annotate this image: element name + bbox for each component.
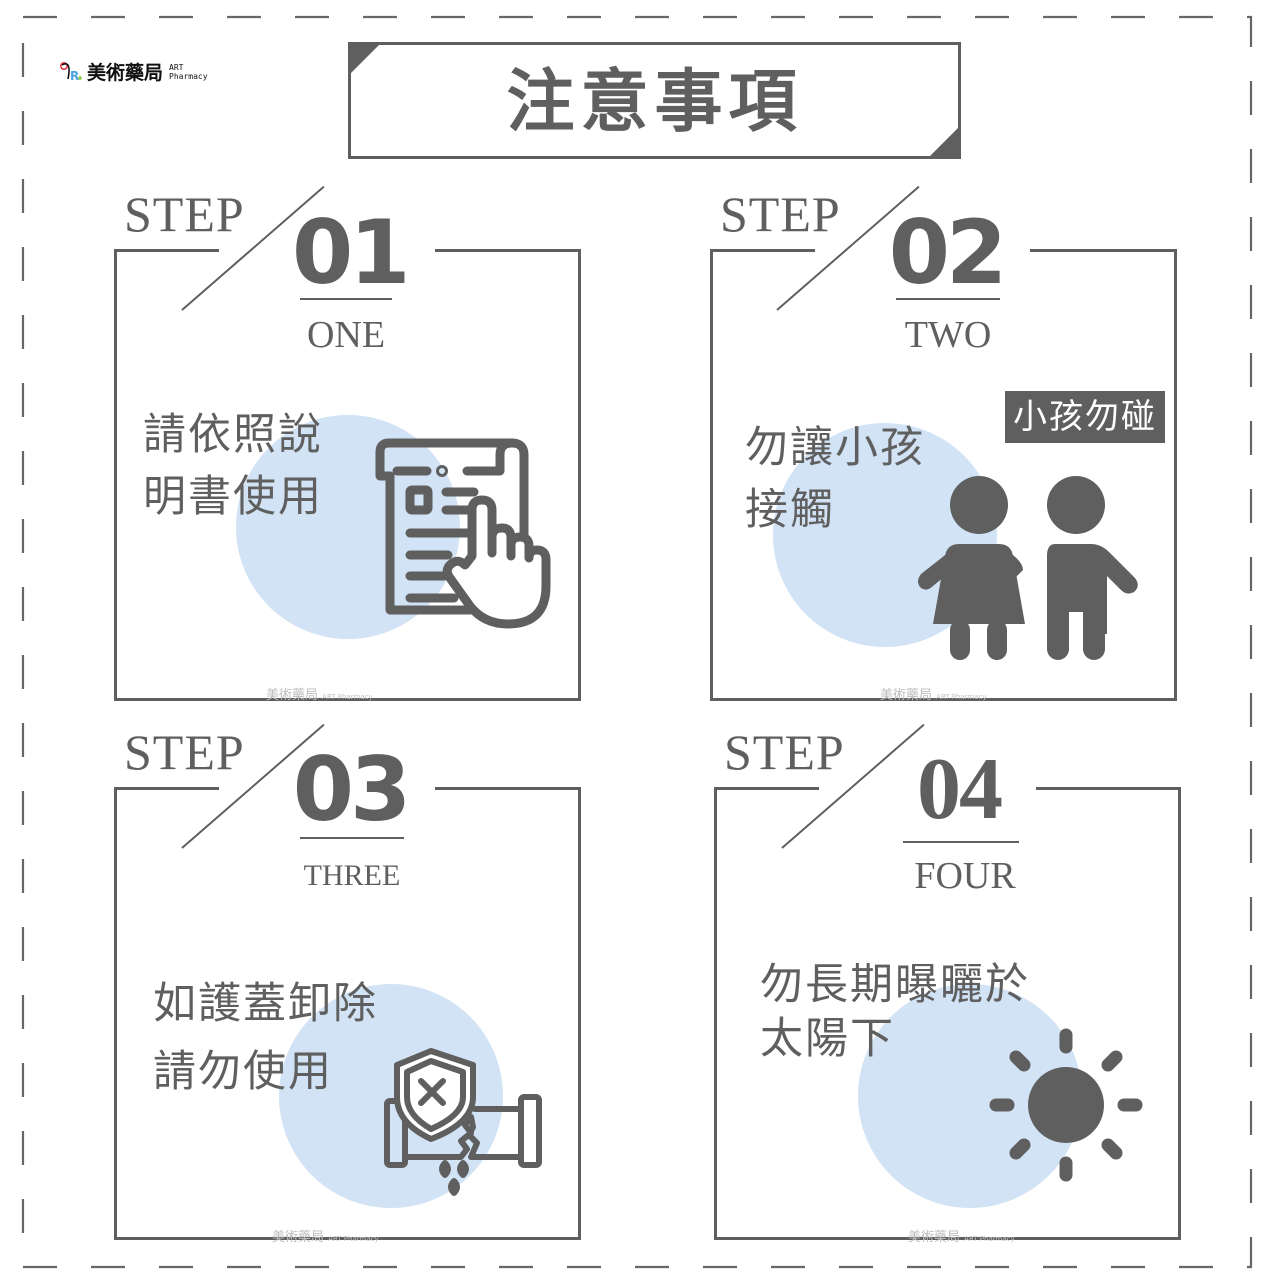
frame-top-right-segment xyxy=(435,787,581,790)
number-underline xyxy=(300,298,392,300)
step-word-en: FOUR xyxy=(914,855,1016,897)
step-description: 請依照說 明書使用 xyxy=(143,410,323,522)
brand-logo: R 美術藥局 ART Pharmacy xyxy=(57,58,208,85)
frame-top-right-segment xyxy=(1036,787,1181,790)
frame-top-left-segment xyxy=(714,787,819,790)
step-word-en: ONE xyxy=(306,314,386,356)
brand-mark-icon: R xyxy=(60,61,82,83)
card-frame xyxy=(710,249,1177,701)
frame-top-left-segment xyxy=(710,249,815,252)
corner-triangle-bottom-right xyxy=(929,127,958,156)
step-number: 04 xyxy=(917,741,1003,838)
step-label: STEP xyxy=(124,724,245,780)
watermark: 美術藥局 ART Pharmacy xyxy=(266,688,373,703)
step-label: STEP xyxy=(720,186,841,242)
card-frame xyxy=(114,249,581,701)
warning-tag: 小孩勿碰 xyxy=(1005,391,1165,443)
number-underline xyxy=(300,837,404,839)
watermark: 美術藥局 ART Pharmacy xyxy=(908,1230,1015,1245)
number-underline xyxy=(896,298,1000,300)
card-frame xyxy=(114,787,581,1240)
step-word-en: TWO xyxy=(904,314,992,356)
step-description: 勿讓小孩 接觸 xyxy=(745,423,925,535)
brand-name-cn: 美術藥局 xyxy=(87,62,164,84)
svg-text:R: R xyxy=(70,69,79,83)
children-icon xyxy=(918,476,1138,662)
brand-name-en: ART Pharmacy xyxy=(169,62,208,81)
card-frame xyxy=(714,787,1181,1240)
broken-seal-shield-icon xyxy=(384,1048,542,1196)
document-pointing-hand-icon xyxy=(375,438,551,629)
step-description: 如護蓋卸除 請勿使用 xyxy=(153,979,378,1097)
number-underline xyxy=(903,841,1019,843)
step-number: 01 xyxy=(292,201,410,304)
watermark: 美術藥局 ART Pharmacy xyxy=(272,1230,379,1245)
step-number: 02 xyxy=(888,201,1007,304)
page-title: 注意事項 xyxy=(506,63,803,142)
step-number: 03 xyxy=(292,738,411,841)
step-label: STEP xyxy=(124,186,245,242)
sun-icon xyxy=(989,1028,1143,1182)
step-word-en: THREE xyxy=(303,859,401,892)
corner-triangle-top-left xyxy=(351,45,380,74)
frame-top-left-segment xyxy=(114,787,219,790)
step-label: STEP xyxy=(724,724,845,780)
frame-top-left-segment xyxy=(114,249,219,252)
title-banner: 注意事項 xyxy=(348,42,961,159)
frame-top-right-segment xyxy=(435,249,581,252)
frame-top-right-segment xyxy=(1030,249,1177,252)
watermark: 美術藥局 ART Pharmacy xyxy=(880,688,987,703)
step-description: 勿長期曝曬於 太陽下 xyxy=(760,960,1030,1064)
